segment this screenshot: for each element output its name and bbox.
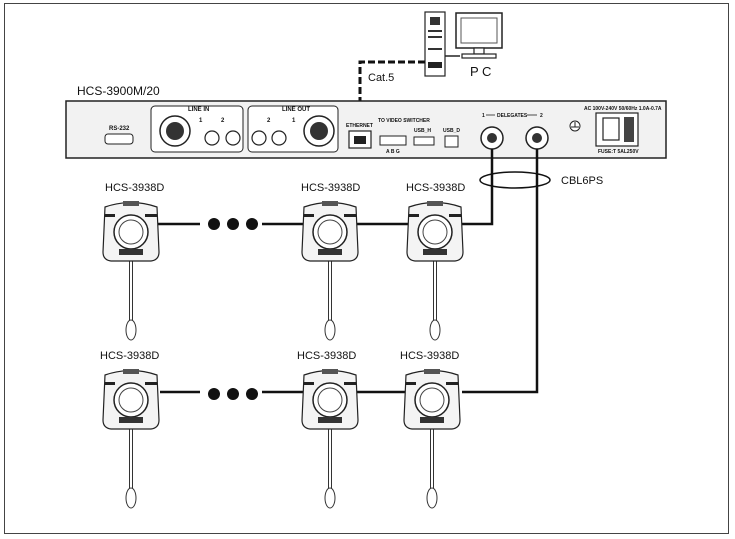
delegate-unit bbox=[102, 368, 160, 509]
delegate-unit bbox=[102, 200, 160, 341]
usb-h-label: USB_H bbox=[414, 128, 431, 134]
svg-text:1: 1 bbox=[292, 118, 296, 124]
row2-unit-2-label: HCS-3938D bbox=[297, 350, 356, 362]
rca-in-1-port bbox=[204, 130, 220, 146]
ethernet-label: ETHERNET bbox=[346, 123, 373, 129]
rs232-label: RS-232 bbox=[109, 126, 130, 132]
ellipsis-dots bbox=[208, 218, 258, 230]
rs232-port bbox=[104, 133, 134, 145]
svg-text:2: 2 bbox=[221, 118, 225, 124]
delegates-port-1-label: 1 bbox=[482, 113, 485, 119]
ground-icon bbox=[569, 120, 581, 132]
video-switcher-port bbox=[379, 135, 407, 146]
row2-unit-1-label: HCS-3938D bbox=[100, 350, 159, 362]
svg-text:1: 1 bbox=[199, 118, 203, 124]
pc-label: P C bbox=[470, 64, 491, 79]
row1-unit-2-label: HCS-3938D bbox=[301, 182, 360, 194]
pc-icon bbox=[424, 11, 503, 77]
switcher-pins-label: A B G bbox=[386, 149, 400, 155]
usb-h-port bbox=[413, 136, 435, 146]
cat5-label: Cat.5 bbox=[368, 72, 394, 84]
row1-unit-1-label: HCS-3938D bbox=[105, 182, 164, 194]
row2-unit-3-label: HCS-3938D bbox=[400, 350, 459, 362]
row1-unit-3-label: HCS-3938D bbox=[406, 182, 465, 194]
cbl6ps-marker bbox=[479, 171, 551, 189]
rca-in-2-port bbox=[225, 130, 241, 146]
fuse-label: FUSE:T 5AL250V bbox=[598, 149, 639, 155]
rca-out-2-port bbox=[271, 130, 287, 146]
delegates-port-2-label: 2 bbox=[540, 113, 543, 119]
video-switcher-label: TO VIDEO SWITCHER bbox=[378, 118, 430, 124]
delegate-unit bbox=[406, 200, 464, 341]
delegate-unit bbox=[403, 368, 461, 509]
usb-d-port bbox=[444, 135, 459, 148]
delegates-label: DELEGATES bbox=[497, 113, 528, 119]
power-rating-label: AC 100V-240V 50/60Hz 1.0A-0.7A bbox=[584, 106, 662, 112]
ellipsis-dots bbox=[208, 388, 258, 400]
svg-text:2: 2 bbox=[267, 118, 271, 124]
delegate-unit bbox=[301, 200, 359, 341]
line-in-label: LINE IN bbox=[188, 107, 209, 113]
cbl6ps-label: CBL6PS bbox=[561, 175, 603, 187]
rca-out-1-port bbox=[251, 130, 267, 146]
delegate-unit bbox=[301, 368, 359, 509]
main-unit: RS-232 LINE IN 1 2 LINE OUT 2 1 ETHERNET… bbox=[65, 100, 667, 159]
main-unit-label: HCS-3900M/20 bbox=[77, 84, 160, 98]
usb-d-label: USB_D bbox=[443, 128, 460, 134]
line-out-label: LINE OUT bbox=[282, 107, 310, 113]
diagram-frame bbox=[4, 3, 729, 534]
